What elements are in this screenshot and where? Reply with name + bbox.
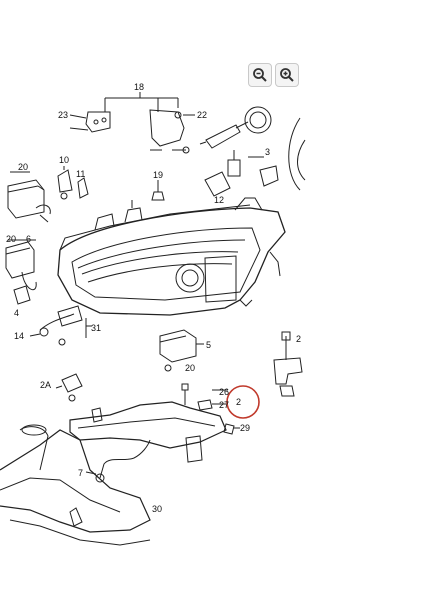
callout-11: 11	[76, 169, 85, 179]
right-edge-arc	[288, 117, 301, 191]
part-19-screw	[151, 180, 165, 201]
leader-misc	[39, 214, 49, 223]
callout-20b: 20	[6, 234, 16, 244]
lower-support-frame	[69, 401, 227, 463]
callout-10: 10	[59, 155, 69, 165]
zoom-in-button[interactable]	[275, 63, 299, 87]
callout-29: 29	[240, 423, 250, 433]
part-29-screw	[223, 423, 240, 435]
zoom-out-icon	[253, 68, 267, 82]
part-23-bracket	[69, 111, 111, 133]
callout-2a: 2A	[40, 380, 51, 390]
part-2a-clip	[55, 373, 83, 402]
zoom-in-icon	[280, 68, 294, 82]
bumper-carrier	[0, 424, 151, 546]
callout-3: 3	[265, 147, 270, 157]
callout-30: 30	[152, 504, 162, 514]
headlamp-housing	[57, 197, 286, 316]
ballast-box-top	[7, 171, 51, 219]
callout-6: 6	[26, 234, 31, 244]
right-edge-arc-inner	[297, 139, 306, 181]
callout-31: 31	[91, 323, 101, 333]
part-2-bracket	[273, 331, 303, 397]
callout-26: 26	[219, 387, 229, 397]
callout-2-right: 2	[296, 334, 301, 344]
callout-5: 5	[206, 340, 211, 350]
part-10-11-lamps	[57, 166, 89, 200]
part-7-hose	[85, 439, 151, 483]
callout-20a: 20	[18, 162, 28, 172]
callout-20c: 20	[185, 363, 195, 373]
part-5-module	[159, 329, 204, 372]
highlight-circle	[226, 385, 260, 419]
callout-4: 4	[14, 308, 19, 318]
part-31-harness	[29, 305, 92, 346]
part-22-adjuster	[149, 109, 195, 154]
callout-23: 23	[58, 110, 68, 120]
zoom-out-button[interactable]	[248, 63, 272, 87]
part-12-connector	[204, 150, 279, 197]
callout-27: 27	[219, 400, 229, 410]
ballast-box-bottom	[5, 241, 37, 305]
callout-14: 14	[14, 331, 24, 341]
callout-12: 12	[214, 195, 224, 205]
callout-19: 19	[153, 170, 163, 180]
callout-7: 7	[78, 468, 83, 478]
callout-22: 22	[197, 110, 207, 120]
part-18-leaders	[104, 92, 179, 112]
bulb-assembly	[199, 106, 272, 149]
callout-18: 18	[134, 82, 144, 92]
callout-2-highlighted: 2	[236, 397, 241, 407]
part-26-27-fasteners	[181, 383, 228, 411]
